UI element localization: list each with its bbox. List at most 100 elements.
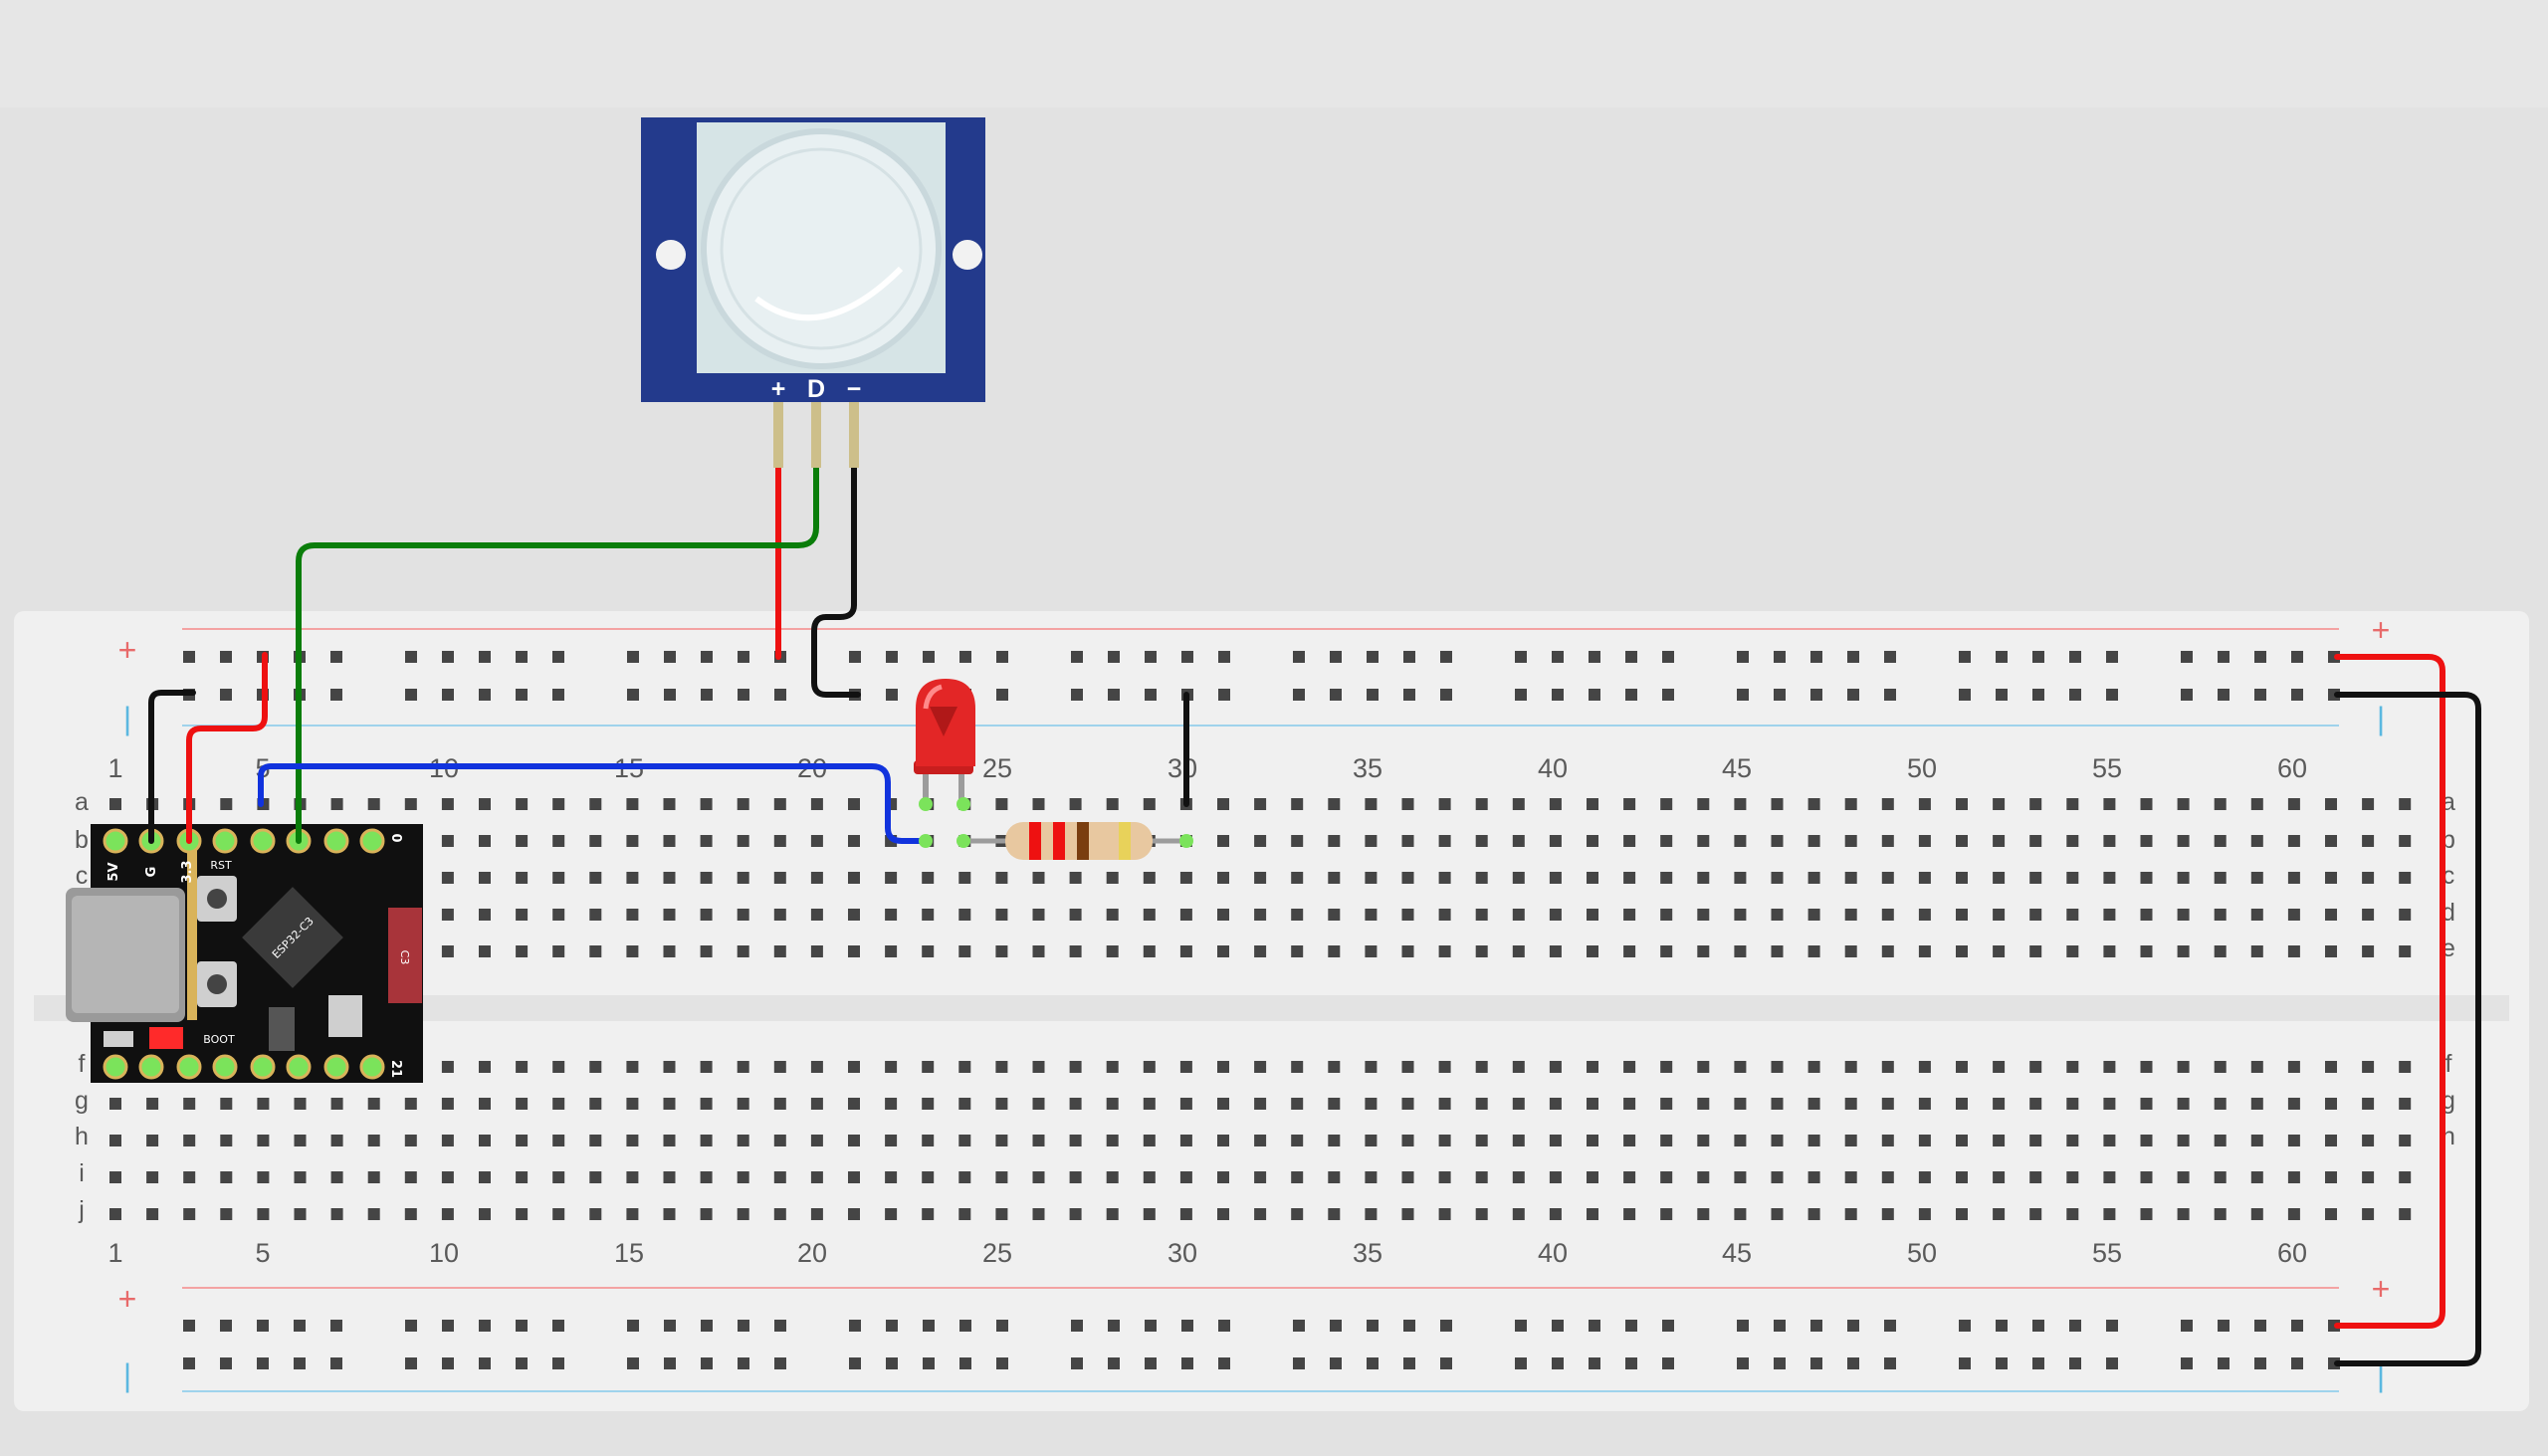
breadboard-hole[interactable]: [2177, 872, 2190, 884]
breadboard-hole[interactable]: [220, 689, 232, 701]
breadboard-hole[interactable]: [1401, 909, 1414, 921]
breadboard-hole[interactable]: [1549, 945, 1562, 957]
breadboard-hole[interactable]: [1291, 945, 1304, 957]
breadboard-hole[interactable]: [2177, 1135, 2190, 1146]
breadboard-hole[interactable]: [330, 651, 342, 663]
breadboard-hole[interactable]: [1844, 798, 1857, 810]
breadboard-hole[interactable]: [1475, 945, 1488, 957]
pir-sensor[interactable]: + D −: [641, 117, 985, 468]
breadboard-hole[interactable]: [1549, 872, 1562, 884]
breadboard-hole[interactable]: [1143, 1061, 1156, 1073]
breadboard-hole[interactable]: [589, 1061, 602, 1073]
breadboard-hole[interactable]: [1587, 872, 1598, 884]
breadboard-hole[interactable]: [810, 1061, 823, 1073]
breadboard-hole[interactable]: [146, 1208, 159, 1220]
breadboard-hole[interactable]: [220, 1320, 232, 1332]
breadboard-hole[interactable]: [1179, 1061, 1192, 1073]
breadboard-hole[interactable]: [1328, 798, 1341, 810]
breadboard-hole[interactable]: [1881, 1171, 1894, 1183]
breadboard-hole[interactable]: [2287, 1208, 2300, 1220]
breadboard-hole[interactable]: [2029, 798, 2042, 810]
breadboard-hole[interactable]: [183, 1098, 196, 1110]
breadboard-hole[interactable]: [1401, 1135, 1414, 1146]
breadboard-hole[interactable]: [516, 1135, 529, 1146]
breadboard-hole[interactable]: [1108, 1357, 1120, 1369]
breadboard-hole[interactable]: [479, 1061, 491, 1073]
breadboard-hole[interactable]: [1993, 1135, 2006, 1146]
breadboard-hole[interactable]: [700, 1171, 713, 1183]
breadboard-hole[interactable]: [516, 689, 528, 701]
breadboard-hole[interactable]: [700, 1061, 713, 1073]
wire-mcu-gnd[interactable]: [148, 690, 196, 844]
breadboard-hole[interactable]: [1032, 1208, 1045, 1220]
breadboard-hole[interactable]: [810, 945, 823, 957]
breadboard-hole[interactable]: [1810, 689, 1822, 701]
breadboard-hole[interactable]: [1254, 1208, 1267, 1220]
breadboard-hole[interactable]: [626, 798, 639, 810]
breadboard-hole[interactable]: [922, 909, 935, 921]
breadboard-hole[interactable]: [589, 945, 602, 957]
breadboard-hole[interactable]: [294, 1208, 307, 1220]
breadboard-hole[interactable]: [922, 872, 935, 884]
breadboard-hole[interactable]: [958, 909, 971, 921]
breadboard-hole[interactable]: [663, 835, 676, 847]
breadboard-hole[interactable]: [1993, 1208, 2006, 1220]
breadboard-hole[interactable]: [1847, 689, 1859, 701]
breadboard-hole[interactable]: [1291, 1098, 1304, 1110]
breadboard-hole[interactable]: [958, 1061, 971, 1073]
breadboard-hole[interactable]: [2214, 1061, 2227, 1073]
breadboard-hole[interactable]: [1884, 651, 1896, 663]
breadboard-hole[interactable]: [958, 945, 971, 957]
breadboard-hole[interactable]: [589, 1098, 602, 1110]
breadboard-hole[interactable]: [1996, 1357, 2008, 1369]
breadboard-hole[interactable]: [663, 1135, 676, 1146]
breadboard-hole[interactable]: [1625, 1320, 1637, 1332]
breadboard-hole[interactable]: [479, 1357, 491, 1369]
breadboard-hole[interactable]: [663, 872, 676, 884]
breadboard-hole[interactable]: [1254, 909, 1267, 921]
breadboard-hole[interactable]: [2250, 798, 2263, 810]
breadboard-hole[interactable]: [1438, 1135, 1451, 1146]
breadboard-hole[interactable]: [1587, 1098, 1598, 1110]
breadboard-hole[interactable]: [995, 909, 1008, 921]
breadboard-hole[interactable]: [405, 1320, 417, 1332]
breadboard-hole[interactable]: [922, 1061, 935, 1073]
red-led[interactable]: [914, 679, 975, 804]
breadboard-hole[interactable]: [1737, 1357, 1749, 1369]
breadboard-hole[interactable]: [1918, 1135, 1931, 1146]
breadboard-hole[interactable]: [1587, 909, 1598, 921]
breadboard-hole[interactable]: [1181, 1320, 1193, 1332]
breadboard-hole[interactable]: [1367, 651, 1379, 663]
breadboard-hole[interactable]: [1844, 1171, 1857, 1183]
breadboard-hole[interactable]: [1365, 872, 1378, 884]
breadboard-hole[interactable]: [810, 1135, 823, 1146]
breadboard-hole[interactable]: [1512, 909, 1525, 921]
breadboard-hole[interactable]: [1587, 1135, 1598, 1146]
wire-mcu-3v3[interactable]: [186, 652, 268, 844]
breadboard-hole[interactable]: [1401, 872, 1414, 884]
breadboard-hole[interactable]: [1217, 1208, 1229, 1220]
breadboard-hole[interactable]: [1959, 689, 1971, 701]
breadboard-hole[interactable]: [1996, 689, 2008, 701]
breadboard-hole[interactable]: [1881, 1061, 1894, 1073]
breadboard-hole[interactable]: [1179, 1135, 1192, 1146]
breadboard-hole[interactable]: [1807, 945, 1820, 957]
breadboard-hole[interactable]: [1956, 1061, 1968, 1073]
breadboard-hole[interactable]: [2069, 651, 2081, 663]
breadboard-hole[interactable]: [2399, 1135, 2412, 1146]
breadboard-hole[interactable]: [2287, 872, 2300, 884]
breadboard-hole[interactable]: [1549, 1208, 1562, 1220]
breadboard-hole[interactable]: [848, 835, 860, 847]
breadboard-hole[interactable]: [626, 835, 639, 847]
breadboard-hole[interactable]: [1587, 1061, 1598, 1073]
breadboard-hole[interactable]: [959, 651, 971, 663]
breadboard-hole[interactable]: [479, 835, 491, 847]
breadboard-hole[interactable]: [552, 1320, 564, 1332]
breadboard-hole[interactable]: [405, 651, 417, 663]
breadboard-hole[interactable]: [1365, 1061, 1378, 1073]
breadboard-hole[interactable]: [1293, 651, 1305, 663]
mcu-header-pin[interactable]: [103, 1054, 128, 1080]
breadboard-hole[interactable]: [552, 651, 564, 663]
breadboard-hole[interactable]: [1401, 835, 1414, 847]
breadboard-hole[interactable]: [1881, 1098, 1894, 1110]
